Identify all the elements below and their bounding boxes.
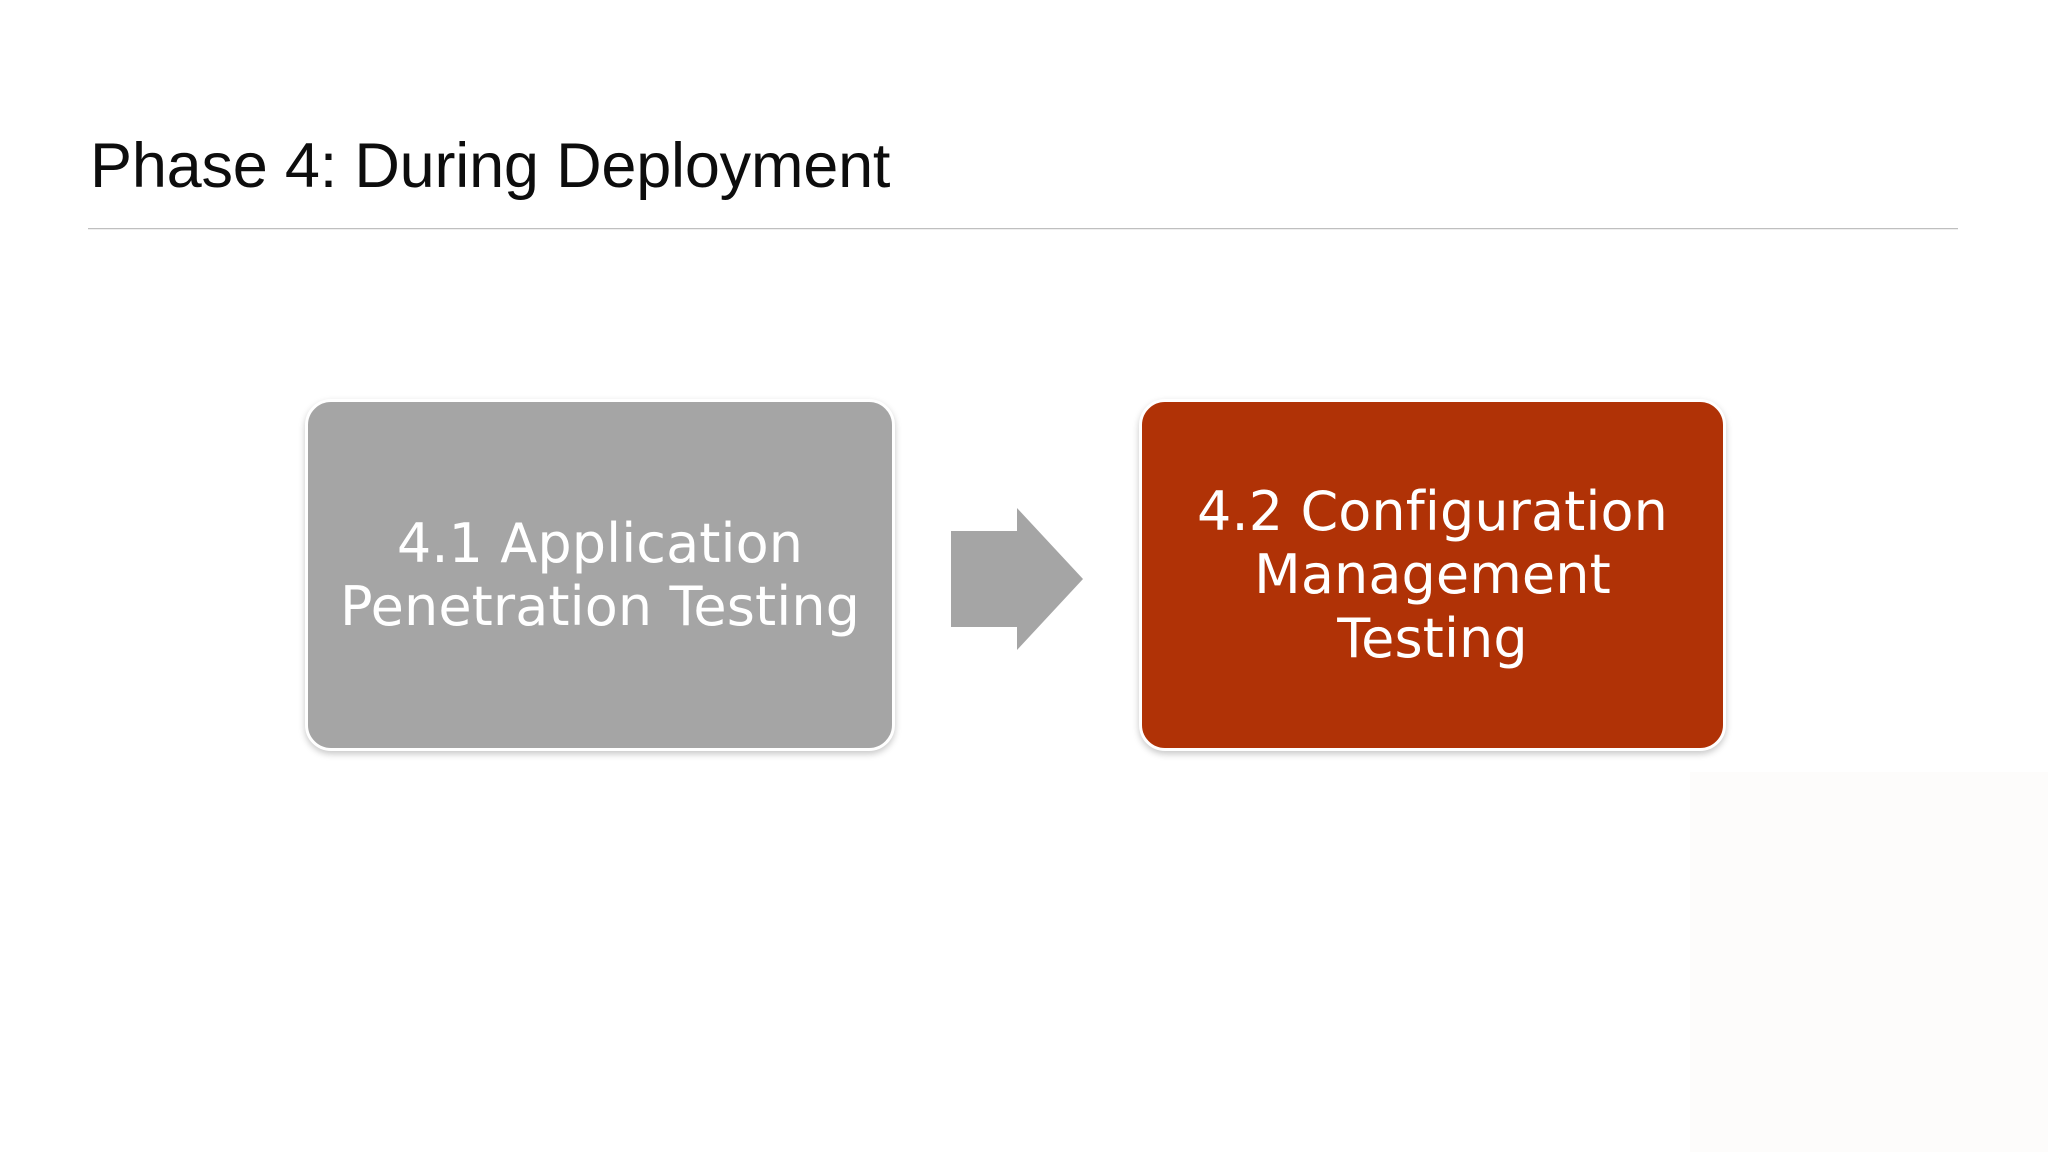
process-step-4-2-label: 4.2 Configuration Management Testing (1197, 480, 1668, 670)
process-step-4-2[interactable]: 4.2 Configuration Management Testing (1139, 399, 1726, 751)
right-arrow-icon (951, 508, 1083, 650)
title-divider (88, 228, 1958, 229)
right-arrow-glyph (951, 508, 1083, 650)
process-step-4-1[interactable]: 4.1 Application Penetration Testing (305, 399, 895, 751)
page-title: Phase 4: During Deployment (90, 131, 891, 201)
background-placeholder-rect (1690, 772, 2048, 1152)
process-step-4-1-label: 4.1 Application Penetration Testing (339, 511, 861, 638)
